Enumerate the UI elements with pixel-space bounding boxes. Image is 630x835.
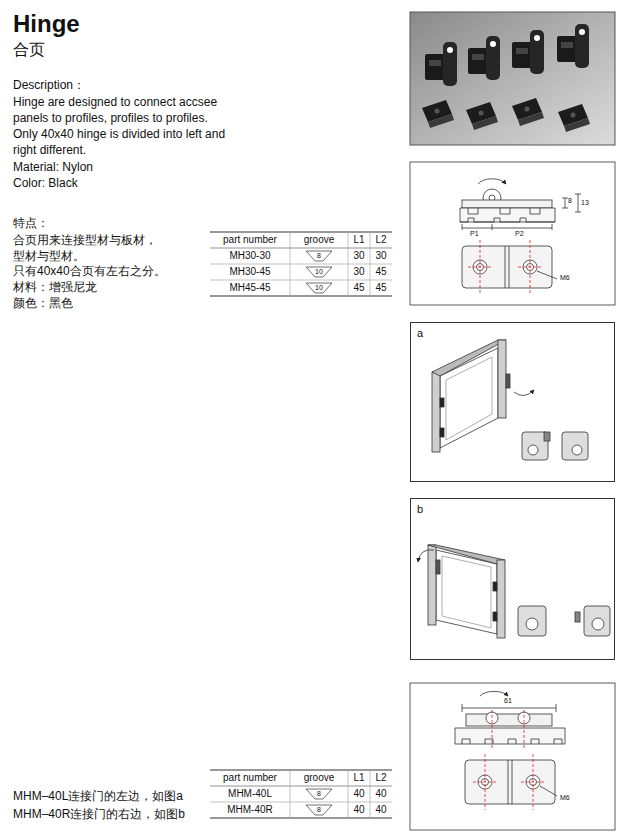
color-note: Color: Black xyxy=(13,176,78,190)
table-header: L1 xyxy=(348,234,370,246)
groove-size: 10 xyxy=(306,284,332,292)
figure-panel: b xyxy=(410,498,615,660)
table-cell: MH30-30 xyxy=(210,250,290,262)
groove-size: 10 xyxy=(306,268,332,276)
table-header: L1 xyxy=(348,772,370,784)
hinge-drawing-40 xyxy=(410,683,615,830)
chinese-title: 合页 xyxy=(13,40,45,59)
dimension-label: 61 xyxy=(504,697,512,705)
table-header: L2 xyxy=(370,234,392,246)
groove-size: 8 xyxy=(306,252,332,260)
page-title: Hinge xyxy=(13,10,80,39)
chinese-heading: 特点： xyxy=(13,216,49,230)
table-cell: MH30-45 xyxy=(210,266,290,278)
table-cell: MHM-40R xyxy=(210,804,290,816)
table-header: L2 xyxy=(370,772,392,784)
table-cell: 40 xyxy=(348,804,370,816)
figure-panel: a xyxy=(410,322,615,482)
figure-letter: b xyxy=(411,500,423,516)
chinese-color: 颜色：黑色 xyxy=(13,296,73,310)
thread-label: M6 xyxy=(560,794,570,802)
table-header: groove xyxy=(290,234,348,246)
table-cell: MH45-45 xyxy=(210,282,290,294)
description-heading: Description： xyxy=(13,78,85,92)
chinese-material: 材料：增强尼龙 xyxy=(13,280,97,294)
chinese-feature: 只有40x40合页有左右之分。 xyxy=(13,264,166,278)
table-cell: 40 xyxy=(348,788,370,800)
table-cell: 45 xyxy=(370,266,392,278)
table-header: part number xyxy=(210,772,290,784)
model-note: MHM–40R连接门的右边，如图b xyxy=(13,807,185,821)
thread-label: M6 xyxy=(560,274,570,282)
groove-size: 8 xyxy=(306,790,332,798)
table-cell: 45 xyxy=(348,282,370,294)
figure-letter: a xyxy=(411,324,423,340)
door-illustration-a xyxy=(432,340,588,460)
dimension-label: P2 xyxy=(515,230,524,238)
dimension-label: 8 xyxy=(568,197,572,205)
table-cell: 30 xyxy=(370,250,392,262)
spec-table-lines xyxy=(210,232,392,818)
door-illustration-b xyxy=(418,545,610,638)
table-cell: 30 xyxy=(348,266,370,278)
dimension-label: P1 xyxy=(470,230,479,238)
table-cell: 40 xyxy=(370,804,392,816)
description-text: Hinge are designed to connect accsee pan… xyxy=(13,94,235,158)
table-cell: 30 xyxy=(348,250,370,262)
table-header: part number xyxy=(210,234,290,246)
groove-size: 8 xyxy=(306,806,332,814)
dimension-label: 13 xyxy=(581,199,589,207)
table-cell: MHM-40L xyxy=(210,788,290,800)
table-cell: 45 xyxy=(370,282,392,294)
chinese-feature: 合页用来连接型材与板材，型材与型材。 xyxy=(13,232,165,264)
material-note: Material: Nylon xyxy=(13,160,93,174)
model-note: MHM–40L连接门的左边，如图a xyxy=(13,789,183,803)
table-header: groove xyxy=(290,772,348,784)
hinge-drawing xyxy=(410,162,615,305)
table-cell: 40 xyxy=(370,788,392,800)
product-photo xyxy=(410,12,615,145)
